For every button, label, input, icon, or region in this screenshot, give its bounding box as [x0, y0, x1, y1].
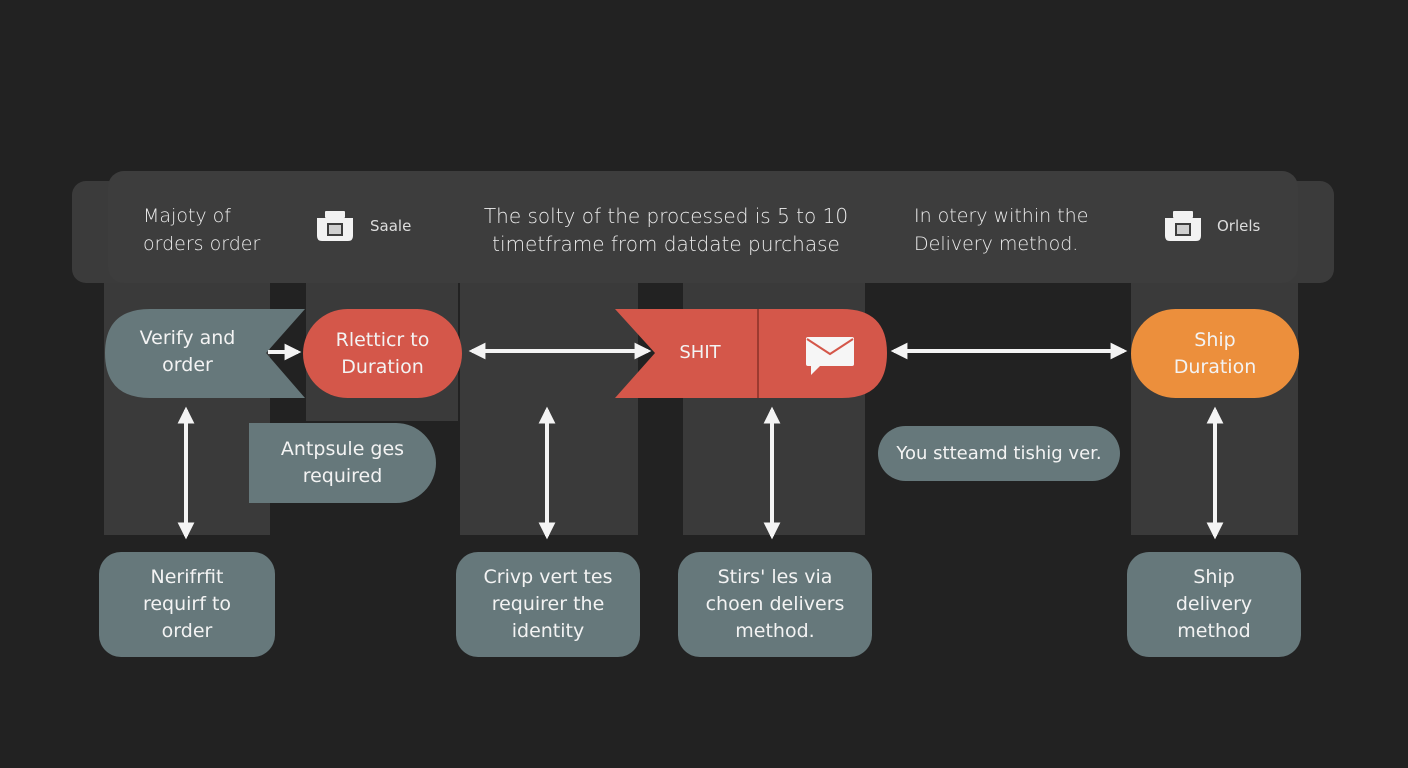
verify-node[interactable]: Verify and order	[115, 324, 260, 380]
card-delivery-method[interactable]: Stirs' les via choen delivers method.	[678, 552, 872, 657]
card4-line-2: delivery	[1175, 593, 1253, 615]
card3-line-3: method.	[735, 620, 815, 642]
restrict-node-line-1: Rletticr to	[335, 328, 430, 351]
card1-line-1: Nerifrfit	[150, 566, 224, 588]
you-note[interactable]: You stteamd tishig ver.	[878, 426, 1120, 481]
lane-column-4	[683, 283, 865, 535]
card2-line-2: requirer the	[491, 593, 605, 615]
card4-line-3: method	[1177, 620, 1251, 642]
card1-line-3: order	[161, 620, 213, 642]
card-verify-required[interactable]: Nerifrfit requirf to order	[99, 552, 275, 657]
capsule-note-line-1: Antpsule ges	[280, 438, 405, 460]
ship-duration-line-1: Ship	[1194, 328, 1236, 351]
header-left-line-2: orders order	[143, 233, 261, 255]
header-right-text: In otery within the Delivery method.	[914, 202, 1088, 258]
package-box-icon	[1165, 211, 1201, 241]
verify-node-line-2: order	[162, 354, 213, 376]
verify-node-line-1: Verify and	[139, 327, 236, 349]
card-ship-delivery[interactable]: Ship delivery method	[1127, 552, 1301, 657]
card3-line-1: Stirs' les via	[717, 566, 833, 588]
lane-column-1	[104, 283, 270, 535]
card-identity[interactable]: Crivp vert tes requirer the identity	[456, 552, 640, 657]
capsule-note[interactable]: Antpsule ges required	[249, 423, 436, 503]
header-right-line-2: Delivery method.	[914, 233, 1079, 255]
header-center-line-2: timetframe from datdate purchase	[492, 232, 840, 256]
header-right-icon-label: Orlels	[1217, 217, 1261, 235]
card2-line-1: Crivp vert tes	[483, 566, 613, 588]
restrict-node-line-2: Duration	[341, 355, 424, 378]
header-center-text: The solty of the processed is 5 to 10 ti…	[466, 202, 866, 258]
mail-message-icon	[806, 337, 854, 375]
ship-tag-node[interactable]: SHIT	[679, 341, 721, 363]
card1-line-2: requirf to	[142, 593, 232, 615]
ship-duration-node[interactable]: Ship Duration	[1131, 309, 1299, 398]
header-band	[108, 171, 1298, 283]
card4-line-1: Ship	[1193, 566, 1235, 588]
header-left-icon-label: Saale	[370, 217, 412, 235]
card3-line-2: choen delivers	[705, 593, 845, 615]
header-left-line-1: Majoty of	[143, 205, 231, 227]
ship-duration-line-2: Duration	[1173, 355, 1257, 378]
header-left-text: Majoty of orders order	[143, 202, 260, 258]
capsule-note-line-2: required	[302, 465, 383, 487]
header-right-line-1: In otery within the	[914, 205, 1089, 227]
restrict-duration-node[interactable]: Rletticr to Duration	[303, 309, 462, 398]
package-box-icon	[317, 211, 353, 241]
header-center-line-1: The solty of the processed is 5 to 10	[483, 204, 849, 228]
lane-column-3	[460, 283, 638, 535]
card2-line-3: identity	[511, 620, 585, 642]
